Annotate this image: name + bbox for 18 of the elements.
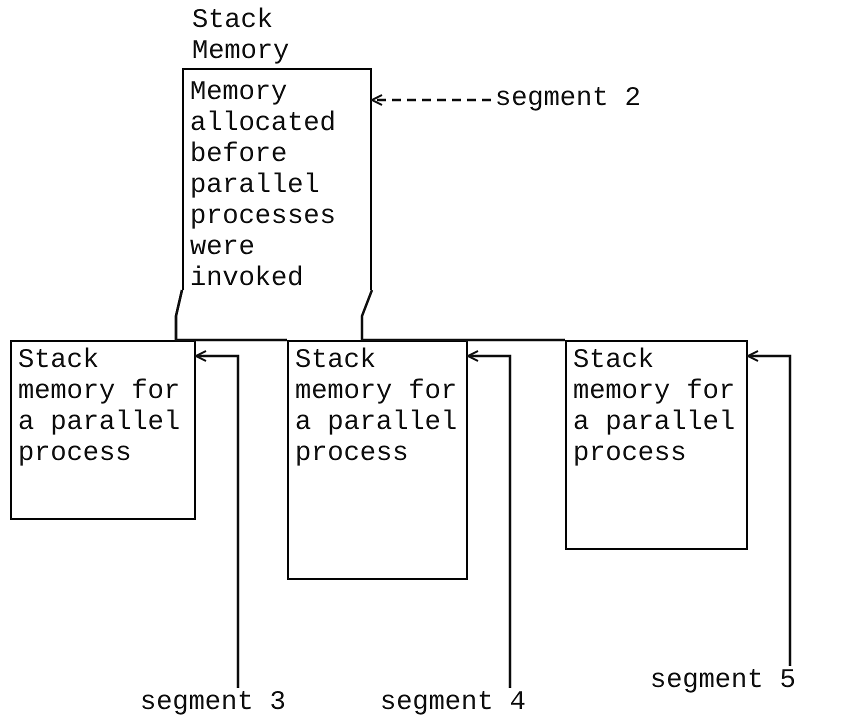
arrow [371,94,491,106]
segment-label: segment 2 [495,84,641,115]
memory-block [565,340,748,550]
arrow [747,350,792,666]
block-text: Stack memory for a parallel process [18,346,180,469]
block-text: Stack memory for a parallel process [573,346,736,469]
block-text: Stack memory for a parallel process [295,346,458,469]
segment-label: segment 5 [650,666,796,697]
memory-block [10,340,196,520]
arrow [195,350,240,688]
arrow [467,350,512,688]
segment-label: segment 3 [140,688,286,719]
connector-line [360,290,565,342]
block-text: Memory allocated before parallel processes were invoked [190,78,336,294]
heading: Stack Memory [191,6,290,68]
connector-line [174,290,287,342]
segment-label: segment 4 [380,688,526,719]
memory-block [287,340,468,580]
